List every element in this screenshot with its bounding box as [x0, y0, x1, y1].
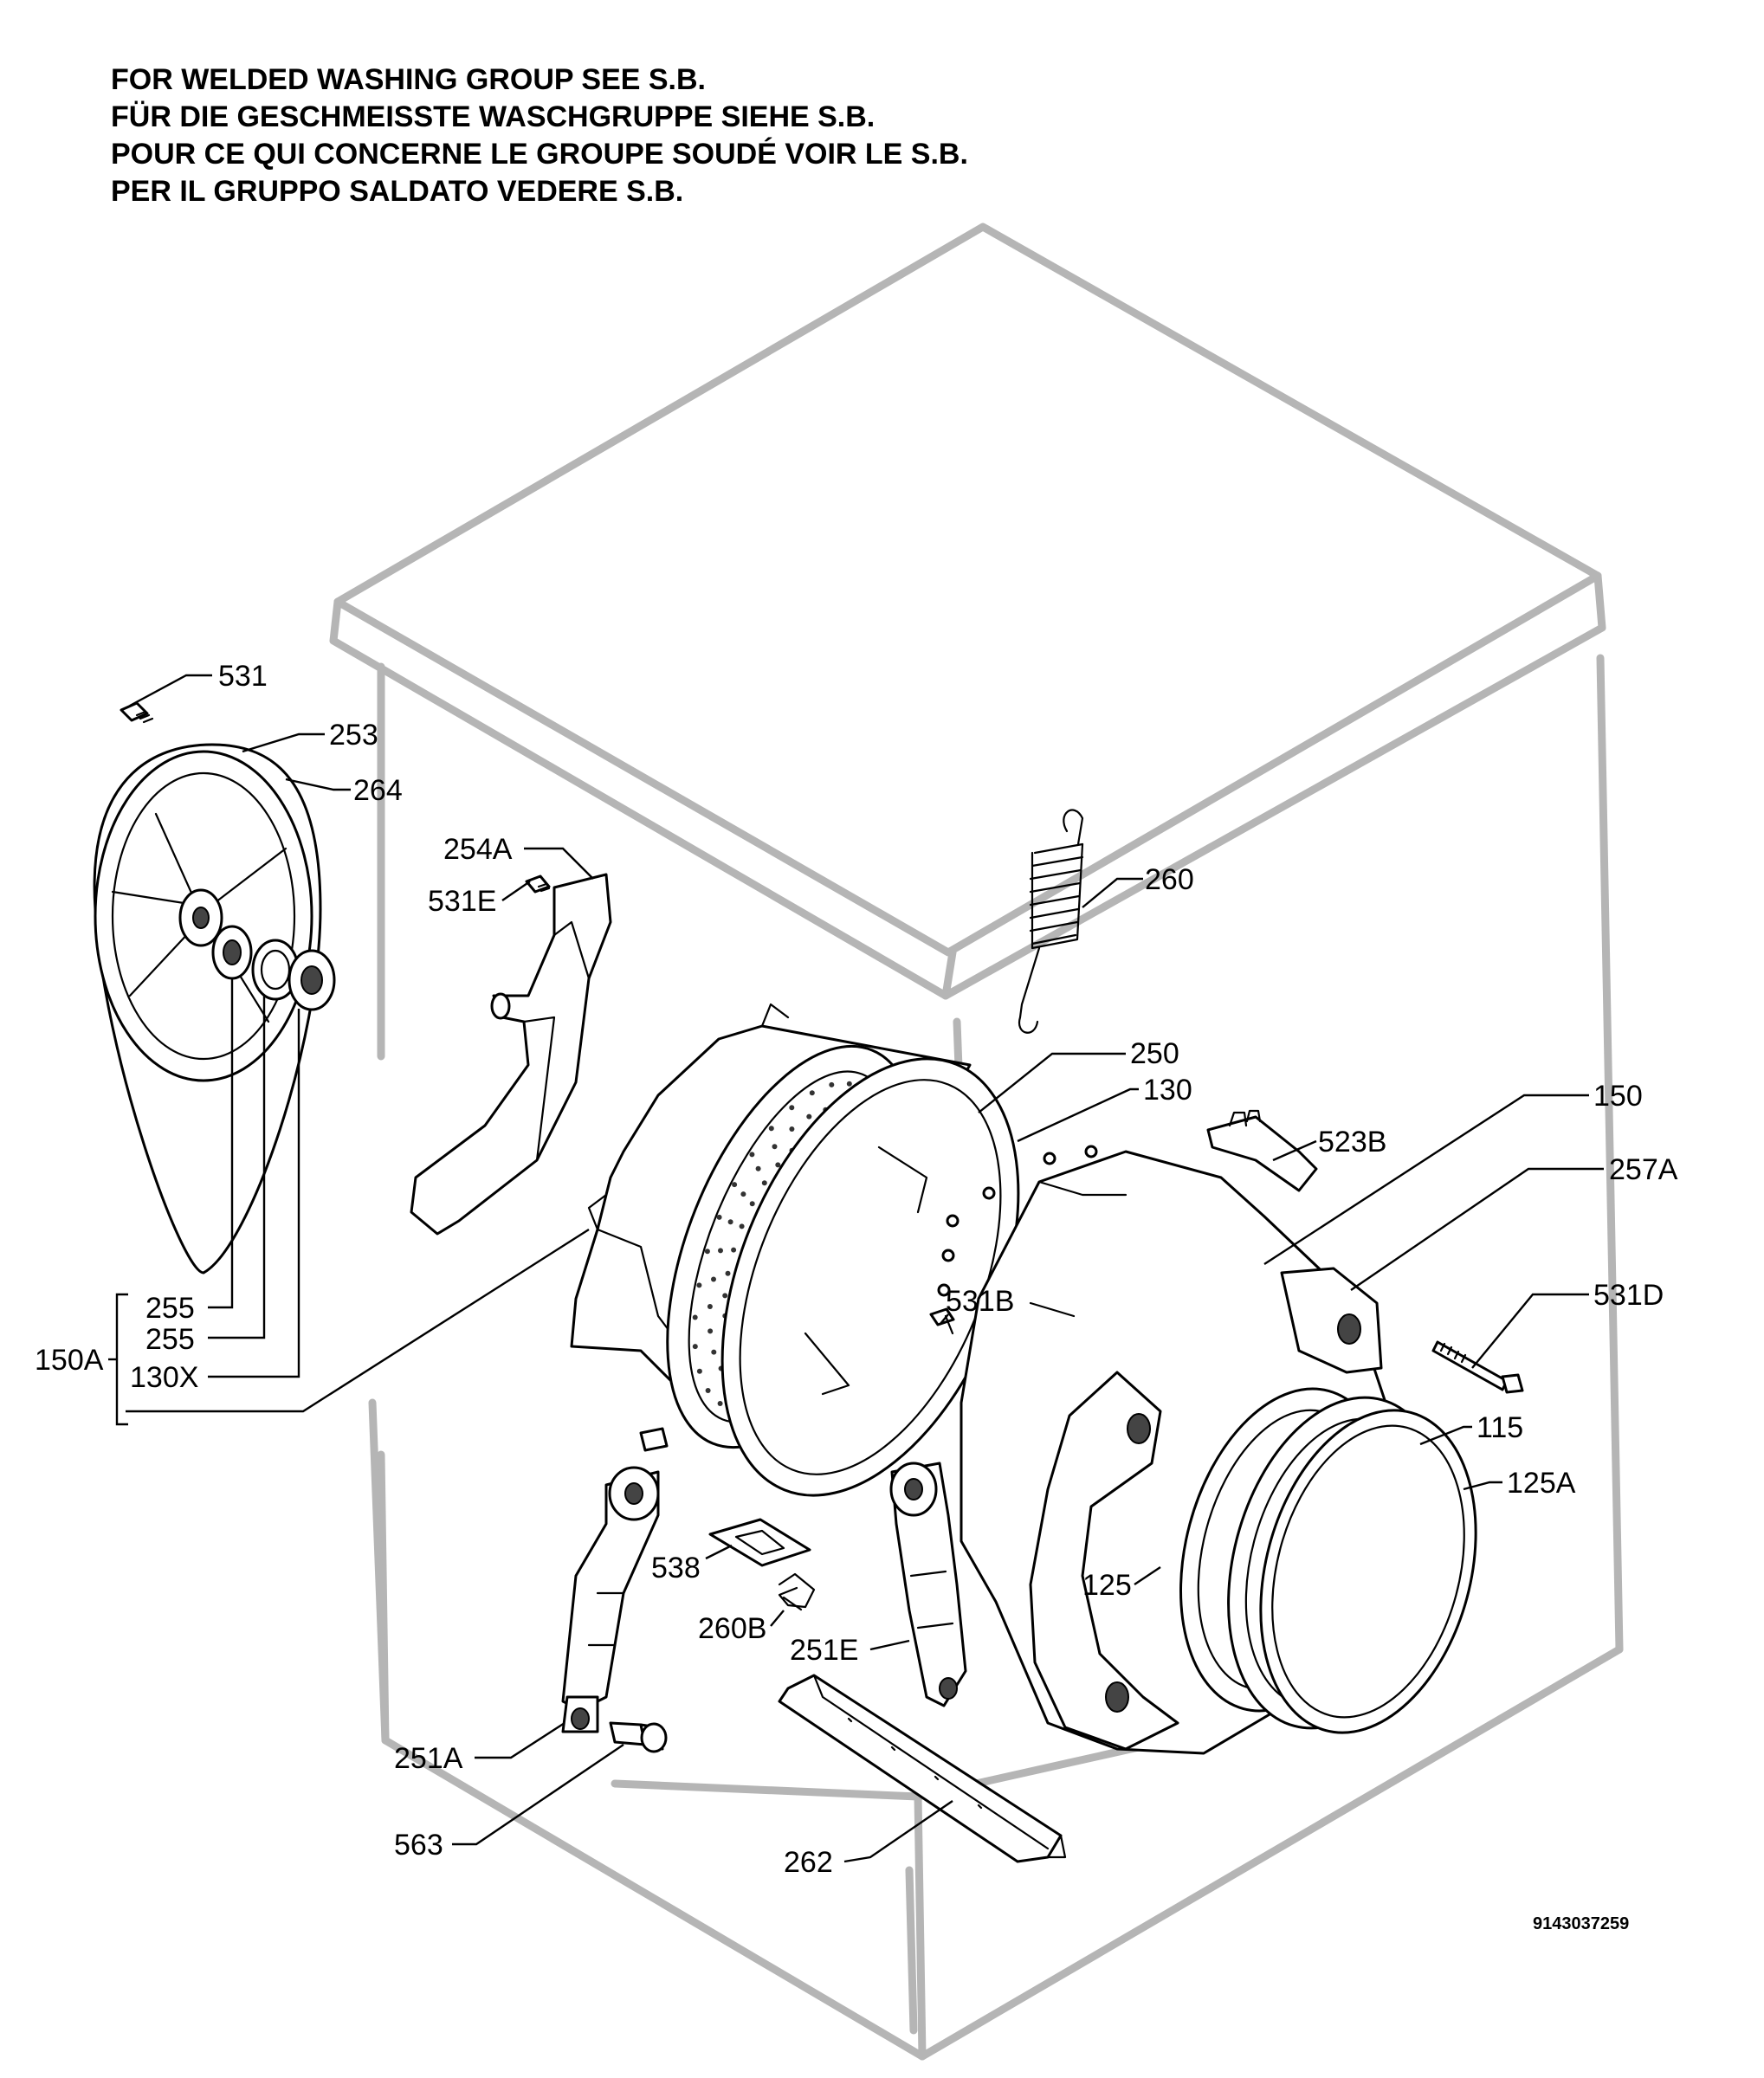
- cabinet-front-post: [905, 1866, 918, 2035]
- label-255-upper: 255: [145, 1292, 195, 1325]
- trough-262: [778, 1674, 1067, 1863]
- label-523B: 523B: [1318, 1126, 1386, 1158]
- bearing-255-upper: [211, 925, 253, 980]
- tub-front-frame: [1029, 1371, 1179, 1751]
- document-number: 9143037259: [1533, 1914, 1629, 1933]
- gasket-130: [720, 1057, 1020, 1497]
- drum-hole: [829, 1081, 835, 1087]
- drum-hole: [775, 1162, 781, 1168]
- bolt-531D: [1431, 1340, 1524, 1394]
- clamp-ring-125A: [1259, 1409, 1477, 1734]
- cabinet-bottom-right: [914, 1645, 1624, 2061]
- drum-hole: [846, 1081, 852, 1087]
- shock-absorber-251E: [889, 1462, 967, 1707]
- label-264: 264: [353, 774, 403, 807]
- clip-523B: [1206, 1109, 1318, 1192]
- label-251E: 251E: [790, 1634, 858, 1667]
- label-150A: 150A: [35, 1344, 104, 1377]
- drum-hole: [789, 1126, 795, 1132]
- note-italian: PER IL GRUPPO SALDATO VEDERE S.B.: [111, 175, 684, 208]
- label-531B: 531B: [946, 1285, 1014, 1318]
- label-257A: 257A: [1609, 1153, 1678, 1186]
- label-251A: 251A: [394, 1742, 463, 1775]
- screw-531E: [525, 874, 551, 894]
- tub-bolts: [937, 1145, 1098, 1297]
- drum-hole: [809, 1090, 815, 1096]
- cabinet-top-edge-left: [329, 597, 957, 1000]
- part-labels: 531 253 264 254A 531E 260 250 130 150 52…: [35, 660, 1678, 1933]
- spring-260: [1018, 809, 1084, 1034]
- drum-hole: [696, 1282, 702, 1288]
- drum-hole: [755, 1165, 761, 1171]
- drum-hole: [696, 1368, 702, 1374]
- header-notes: FOR WELDED WASHING GROUP SEE S.B. FÜR DI…: [111, 62, 968, 211]
- shock-absorber-251A: [561, 1466, 660, 1733]
- drum-hole: [725, 1270, 731, 1276]
- label-130: 130: [1143, 1074, 1192, 1107]
- drum-hole: [708, 1328, 714, 1334]
- cabinet-right-wall: [1596, 654, 1624, 1654]
- note-french: POUR CE QUI CONCERNE LE GROUPE SOUDÉ VOI…: [111, 138, 968, 171]
- drum-hole: [732, 1182, 738, 1188]
- drum-hole: [739, 1223, 745, 1229]
- label-538: 538: [651, 1552, 701, 1584]
- drum-hole: [731, 1247, 737, 1253]
- drum-hole: [692, 1344, 698, 1350]
- drum-hole: [711, 1349, 717, 1355]
- label-254A: 254A: [443, 833, 513, 866]
- label-531D: 531D: [1593, 1279, 1664, 1312]
- drum-hole: [711, 1276, 716, 1282]
- drum-hole: [716, 1214, 722, 1220]
- drum-hole: [768, 1126, 774, 1132]
- label-563: 563: [394, 1829, 443, 1862]
- label-125A: 125A: [1507, 1467, 1576, 1500]
- clip-260B: [778, 1572, 816, 1611]
- drum-hole: [761, 1180, 767, 1186]
- drum-hole: [718, 1248, 723, 1254]
- seal-130X: [288, 949, 336, 1011]
- label-531: 531: [218, 660, 268, 693]
- label-255-lower: 255: [145, 1323, 195, 1356]
- drum-hole: [692, 1314, 698, 1320]
- note-english: FOR WELDED WASHING GROUP SEE S.B.: [111, 63, 706, 96]
- drum-hole: [740, 1191, 746, 1197]
- screw-531: [120, 701, 154, 724]
- screw-531B: [929, 1307, 955, 1335]
- label-130X: 130X: [130, 1361, 198, 1394]
- label-253: 253: [329, 719, 378, 752]
- drum-hole: [749, 1152, 755, 1158]
- drum-hole: [772, 1144, 778, 1150]
- bracket-254A: [410, 873, 612, 1236]
- label-260B: 260B: [698, 1612, 766, 1645]
- drum-hole: [789, 1105, 795, 1111]
- drum-hole: [722, 1293, 728, 1299]
- drum-hole: [806, 1113, 812, 1120]
- cabinet-top-edge-right: [941, 571, 1606, 1000]
- drum-hole: [704, 1249, 710, 1255]
- drum-hole: [707, 1304, 713, 1309]
- leader-lines: [108, 674, 1604, 1863]
- cabinet-top-panel: [333, 223, 1602, 957]
- drum-hole: [727, 1219, 733, 1225]
- label-150: 150: [1593, 1080, 1643, 1113]
- cabinet-bottom-left: [368, 1398, 927, 2061]
- label-531E: 531E: [428, 885, 496, 918]
- spring-coils: [1029, 842, 1084, 945]
- label-260: 260: [1145, 863, 1194, 896]
- pin-563: [609, 1721, 668, 1753]
- counterweight-mount-257A: [1280, 1267, 1383, 1374]
- label-125: 125: [1082, 1569, 1132, 1602]
- drum-hole: [705, 1388, 711, 1393]
- drum-hole: [749, 1201, 755, 1207]
- note-german: FÜR DIE GESCHMEISSTE WASCHGRUPPE SIEHE S…: [111, 100, 876, 133]
- label-115: 115: [1476, 1411, 1523, 1444]
- drum-hole: [717, 1401, 723, 1406]
- label-250: 250: [1130, 1037, 1179, 1070]
- label-262: 262: [784, 1846, 833, 1879]
- pad-538: [708, 1518, 811, 1567]
